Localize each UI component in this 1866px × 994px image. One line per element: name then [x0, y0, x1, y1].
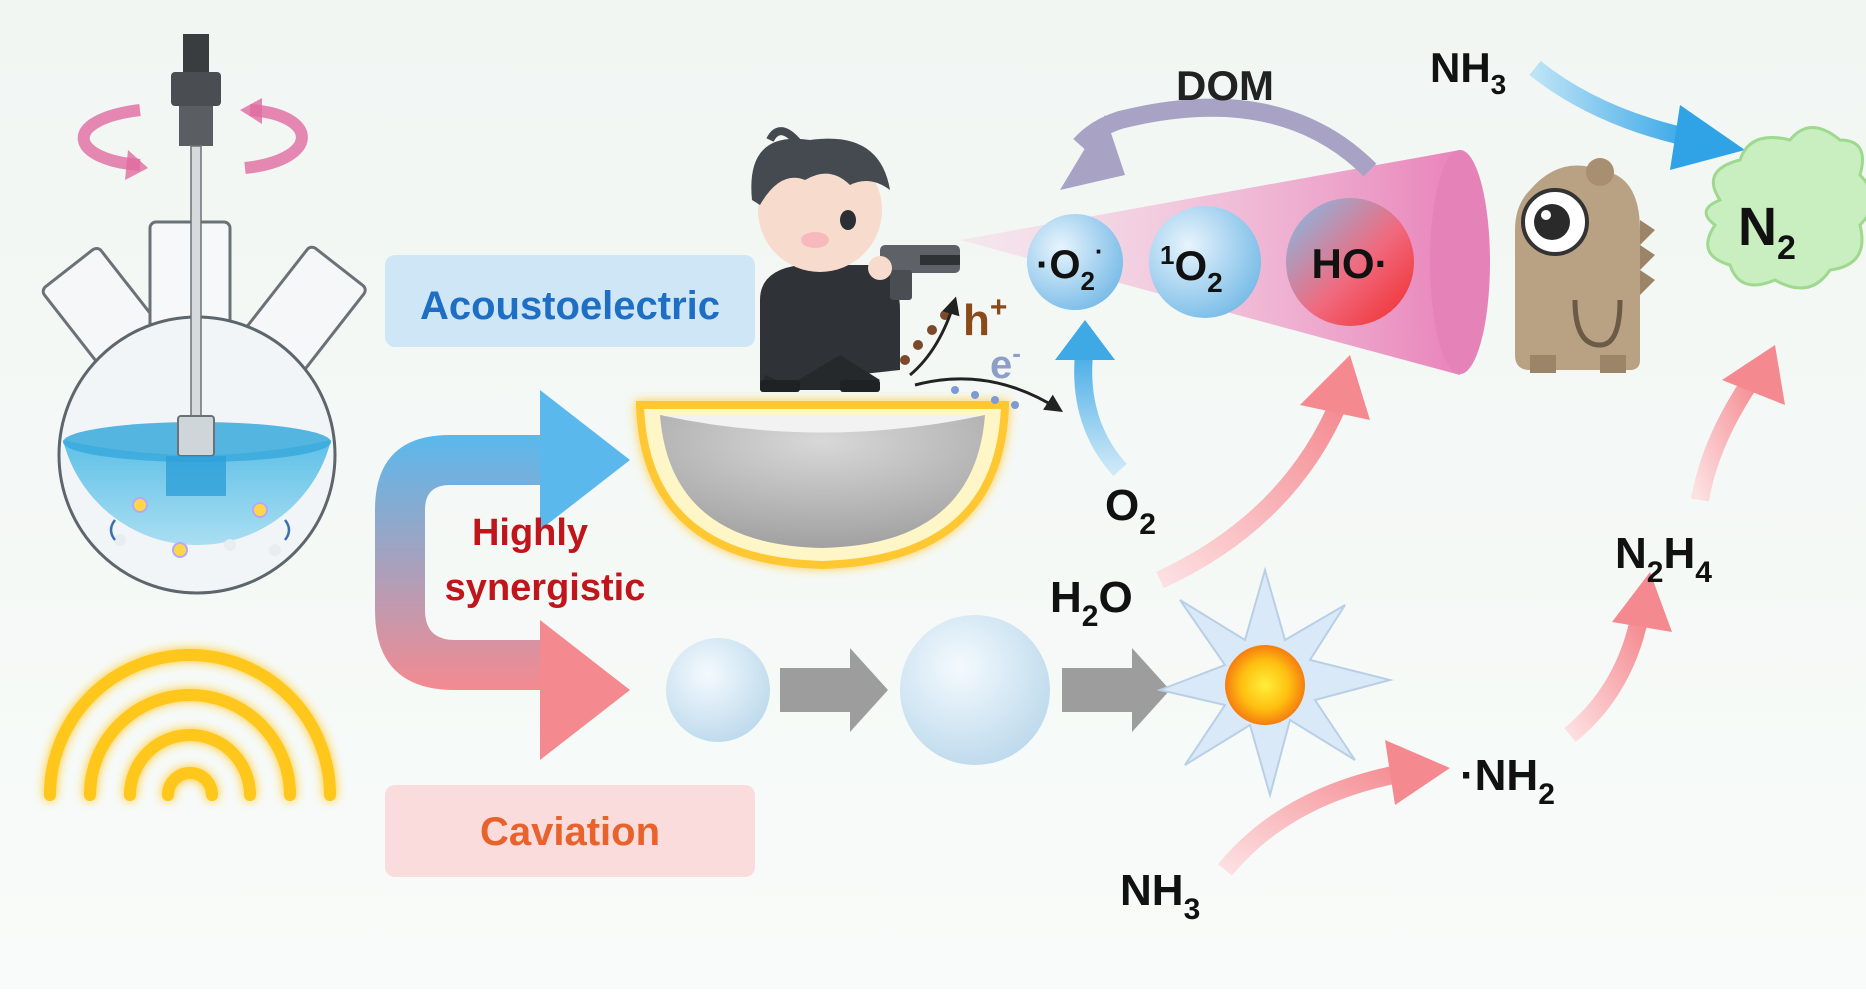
- n2h4-label: N2H4: [1615, 529, 1712, 589]
- ultrasound-waves-icon: [44, 649, 336, 801]
- hydroxyl-sphere: [1286, 198, 1414, 326]
- n2-cloud-icon: [1704, 126, 1866, 290]
- singlet-oxygen-sphere: [1149, 206, 1261, 318]
- h2o-label: H2O: [1050, 573, 1133, 633]
- highly-label: Highly: [472, 512, 588, 554]
- nh2-to-n2h4-arrow: [1564, 572, 1672, 742]
- catalyst-bowl-icon: [635, 401, 1010, 570]
- dom-label: DOM: [1176, 62, 1274, 109]
- gray-arrow-1: [780, 648, 888, 732]
- nh3-bottom-label: NH3: [1120, 866, 1200, 926]
- o2-to-superoxide-arrow: [1055, 320, 1127, 477]
- rotation-arrow-icon: [77, 104, 141, 171]
- electron-label: e-: [990, 338, 1021, 387]
- monster-icon: [1515, 158, 1655, 373]
- synergistic-split-arrow: [375, 390, 630, 760]
- bubble-icon-large: [900, 615, 1050, 765]
- caviation-label: Caviation: [480, 810, 660, 854]
- acoustoelectric-box: [385, 255, 755, 347]
- o2-label: O2: [1105, 481, 1156, 541]
- caviation-box: [385, 785, 755, 877]
- nh3-to-nh2-arrow: [1218, 740, 1450, 876]
- charge-separation: [900, 296, 1064, 412]
- dom-arrow: [1060, 98, 1377, 190]
- superoxide-sphere: [1027, 214, 1123, 310]
- superoxide-label: ·O2·: [1036, 236, 1104, 296]
- nh3-to-n2-arrow: [1529, 60, 1745, 170]
- n2-label: N2: [1738, 197, 1796, 267]
- nh3-top-label: NH3: [1430, 44, 1506, 100]
- hole-label: h+: [963, 291, 1007, 345]
- n2h4-to-n2-arrow: [1691, 345, 1785, 502]
- acoustoelectric-label: Acoustoelectric: [420, 284, 720, 328]
- bubble-icon-small: [666, 638, 770, 742]
- character-with-gun-icon: [751, 127, 960, 392]
- synergistic-label: synergistic: [445, 567, 646, 609]
- rotation-arrow-icon-2: [244, 104, 308, 174]
- cavitation-burst-icon: [1156, 566, 1394, 799]
- gray-arrow-2: [1062, 648, 1170, 732]
- hydroxyl-label: HO·: [1312, 240, 1389, 287]
- nh2-radical-label: ·NH2: [1460, 751, 1555, 811]
- h2o-to-hydroxyl-arrow: [1156, 355, 1370, 589]
- singlet-oxygen-label: 1O2: [1160, 240, 1223, 298]
- stirrer-flask-icon: [41, 34, 367, 595]
- flask-particles: [109, 497, 291, 558]
